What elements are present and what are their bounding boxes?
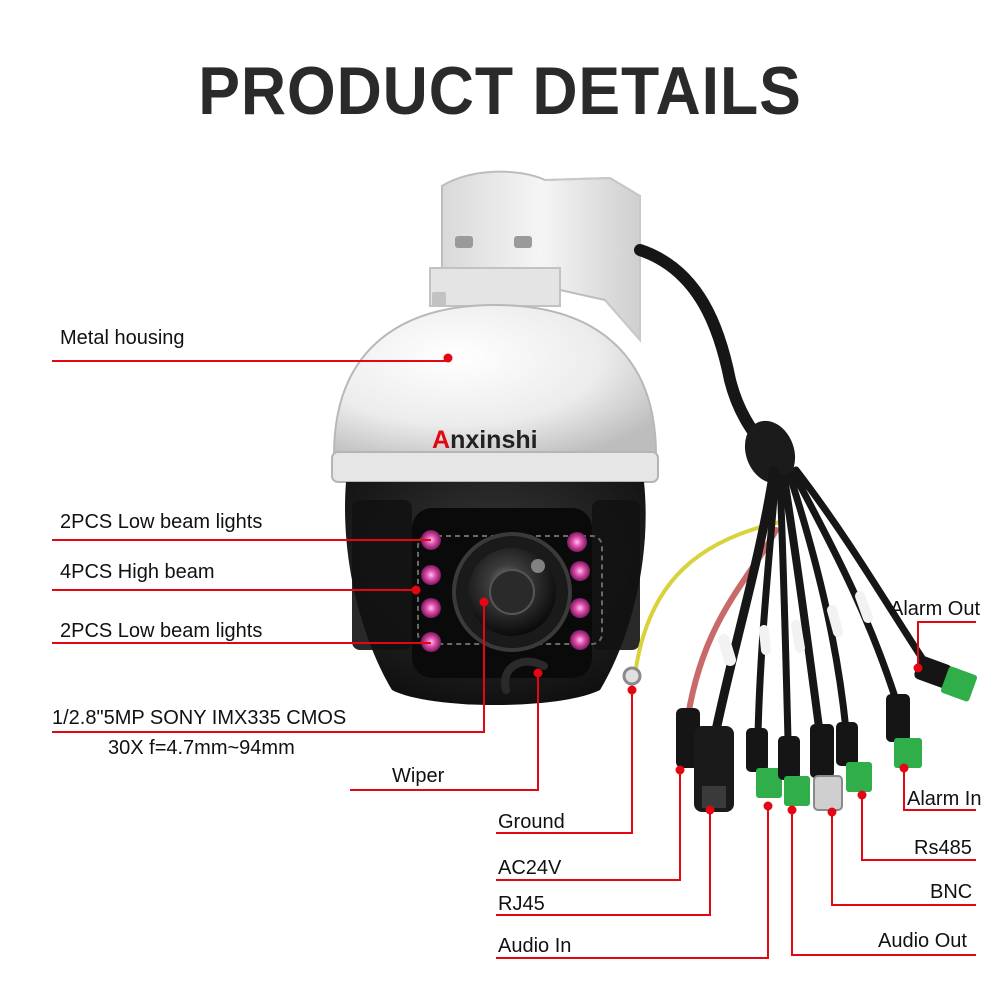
callout-line-alarm-out	[917, 621, 976, 668]
label-audio-out: Audio Out	[878, 930, 967, 952]
label-rs485: Rs485	[914, 837, 972, 859]
page-title: PRODUCT DETAILS	[198, 53, 802, 129]
ir-led-low-top-right	[567, 532, 587, 552]
alarm-out-terminal	[940, 666, 978, 702]
label-ac24v: AC24V	[498, 857, 562, 879]
label-metal-housing: Metal housing	[60, 327, 185, 349]
ir-led-high-3	[570, 561, 590, 581]
alarm-in-terminal	[894, 738, 922, 768]
audio-out-wire	[776, 474, 792, 744]
alarm-in-wire	[790, 470, 900, 704]
callout-line-rs485	[861, 795, 976, 861]
lens	[452, 532, 572, 652]
label-sensor: 1/2.8"5MP SONY IMX335 CMOS	[52, 707, 347, 729]
ir-led-high-2	[421, 598, 441, 618]
pigtail-wires	[634, 465, 930, 744]
label-rj45: RJ45	[498, 893, 545, 915]
rs485-terminal	[846, 762, 872, 792]
bnc-connector	[813, 775, 843, 811]
callout-line-rj45	[496, 810, 711, 916]
ground-wire	[634, 520, 782, 670]
alarm-out-wire	[792, 466, 930, 668]
audio-in-wire	[754, 471, 780, 739]
cable-ferrite	[744, 420, 796, 484]
callout-line-wiper	[350, 673, 539, 791]
callout-line-audio-out	[791, 810, 976, 956]
ir-led-high-4	[570, 598, 590, 618]
callout-line-bnc	[831, 812, 976, 906]
wiper	[501, 657, 548, 694]
audio-out-terminal	[784, 776, 810, 806]
rs485-wire	[786, 472, 850, 734]
label-low-beam-bottom: 2PCS Low beam lights	[60, 620, 263, 642]
callout-line-alarm-in	[903, 768, 976, 811]
callout-line-audio-in	[496, 806, 769, 959]
main-cable	[634, 244, 776, 461]
ground-ring-terminal	[622, 666, 642, 686]
label-bnc: BNC	[930, 881, 973, 903]
label-alarm-in: Alarm In	[907, 788, 982, 810]
dome-housing	[331, 292, 659, 483]
label-ground: Ground	[498, 811, 565, 833]
label-audio-in: Audio In	[498, 935, 572, 957]
callout-line-ground	[496, 690, 633, 834]
label-high-beam: 4PCS High beam	[60, 561, 215, 583]
ac24v-wire	[683, 527, 779, 733]
connectors	[622, 656, 978, 812]
brand-logo: Anxinshi	[432, 426, 572, 458]
label-wiper: Wiper	[392, 765, 445, 787]
callout-lines	[52, 360, 976, 959]
ir-led-high-1	[421, 565, 441, 585]
bnc-wire	[780, 474, 824, 739]
callout-dots	[411, 353, 923, 817]
label-low-beam-top: 2PCS Low beam lights	[60, 511, 263, 533]
label-zoom: 30X f=4.7mm~94mm	[108, 737, 295, 759]
ir-led-low-bottom-right	[570, 630, 590, 650]
rj45-wire	[710, 465, 779, 740]
label-alarm-out: Alarm Out	[890, 598, 981, 620]
brand-logo-text: Anxinshi	[432, 426, 538, 454]
audio-in-terminal	[756, 768, 782, 798]
callout-line-ac24v	[496, 770, 681, 881]
callout-line-sensor	[52, 602, 485, 733]
